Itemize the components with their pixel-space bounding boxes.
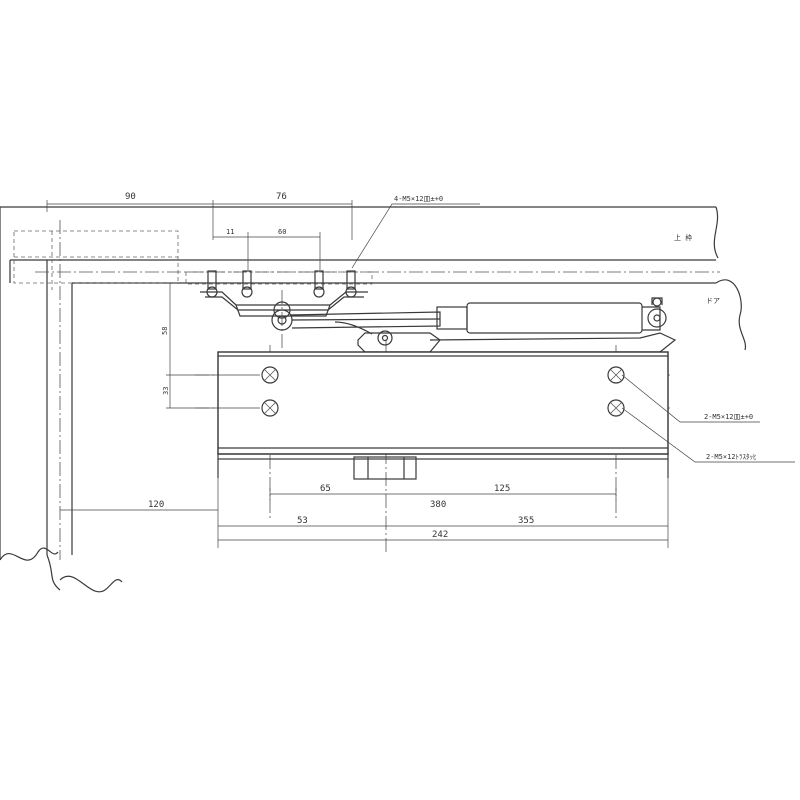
callout-body-screws-upper: 2-M5×12皿±+0	[704, 413, 753, 421]
dim-overall: 242	[432, 530, 448, 540]
dim-top-left: 90	[125, 192, 136, 202]
dim-vertical-lower: 33	[162, 387, 170, 395]
dim-bottom-right: 355	[518, 516, 534, 526]
callout-body-screws-lower: 2-M5×12ﾄﾗｽﾀｯﾋ	[706, 453, 757, 461]
body-screw-lower-right	[607, 399, 625, 417]
dim-vertical-upper: 58	[161, 327, 169, 335]
frame-bracket	[200, 270, 368, 317]
dim-left-offset: 120	[148, 500, 164, 510]
door-note: ドア	[706, 297, 720, 305]
callout-bracket-screws: 4-M5×12皿±+0	[394, 195, 443, 203]
dim-arm-small: 11	[226, 228, 234, 236]
door-frame	[0, 206, 747, 593]
callout-notes: 4-M5×12皿±+0 2-M5×12皿±+0 2-M5×12ﾄﾗｽﾀｯﾋ 上 …	[394, 195, 757, 461]
bracket-screw-1	[206, 270, 218, 298]
dim-inner-right: 125	[494, 484, 510, 494]
dim-inner-center: 380	[430, 500, 446, 510]
bracket-screw-2	[241, 270, 253, 298]
body-screws	[261, 366, 625, 417]
dim-bottom-left: 53	[297, 516, 308, 526]
dim-arm-span: 60	[278, 228, 286, 236]
bracket-screw-3	[313, 270, 325, 298]
dimension-labels: 90 76 11 60 58 33 120 65 380 125 53 355 …	[125, 192, 534, 540]
bracket-screw-4	[345, 270, 357, 298]
dimension-lines	[46, 200, 795, 548]
body-screw-upper-right	[607, 366, 625, 384]
frame-note: 上 枠	[674, 233, 692, 242]
dim-inner-left: 65	[320, 484, 331, 494]
dim-top-mid: 76	[276, 192, 287, 202]
body-screw-upper-left	[261, 366, 279, 384]
closer-body	[217, 351, 669, 480]
body-screw-lower-left	[261, 399, 279, 417]
